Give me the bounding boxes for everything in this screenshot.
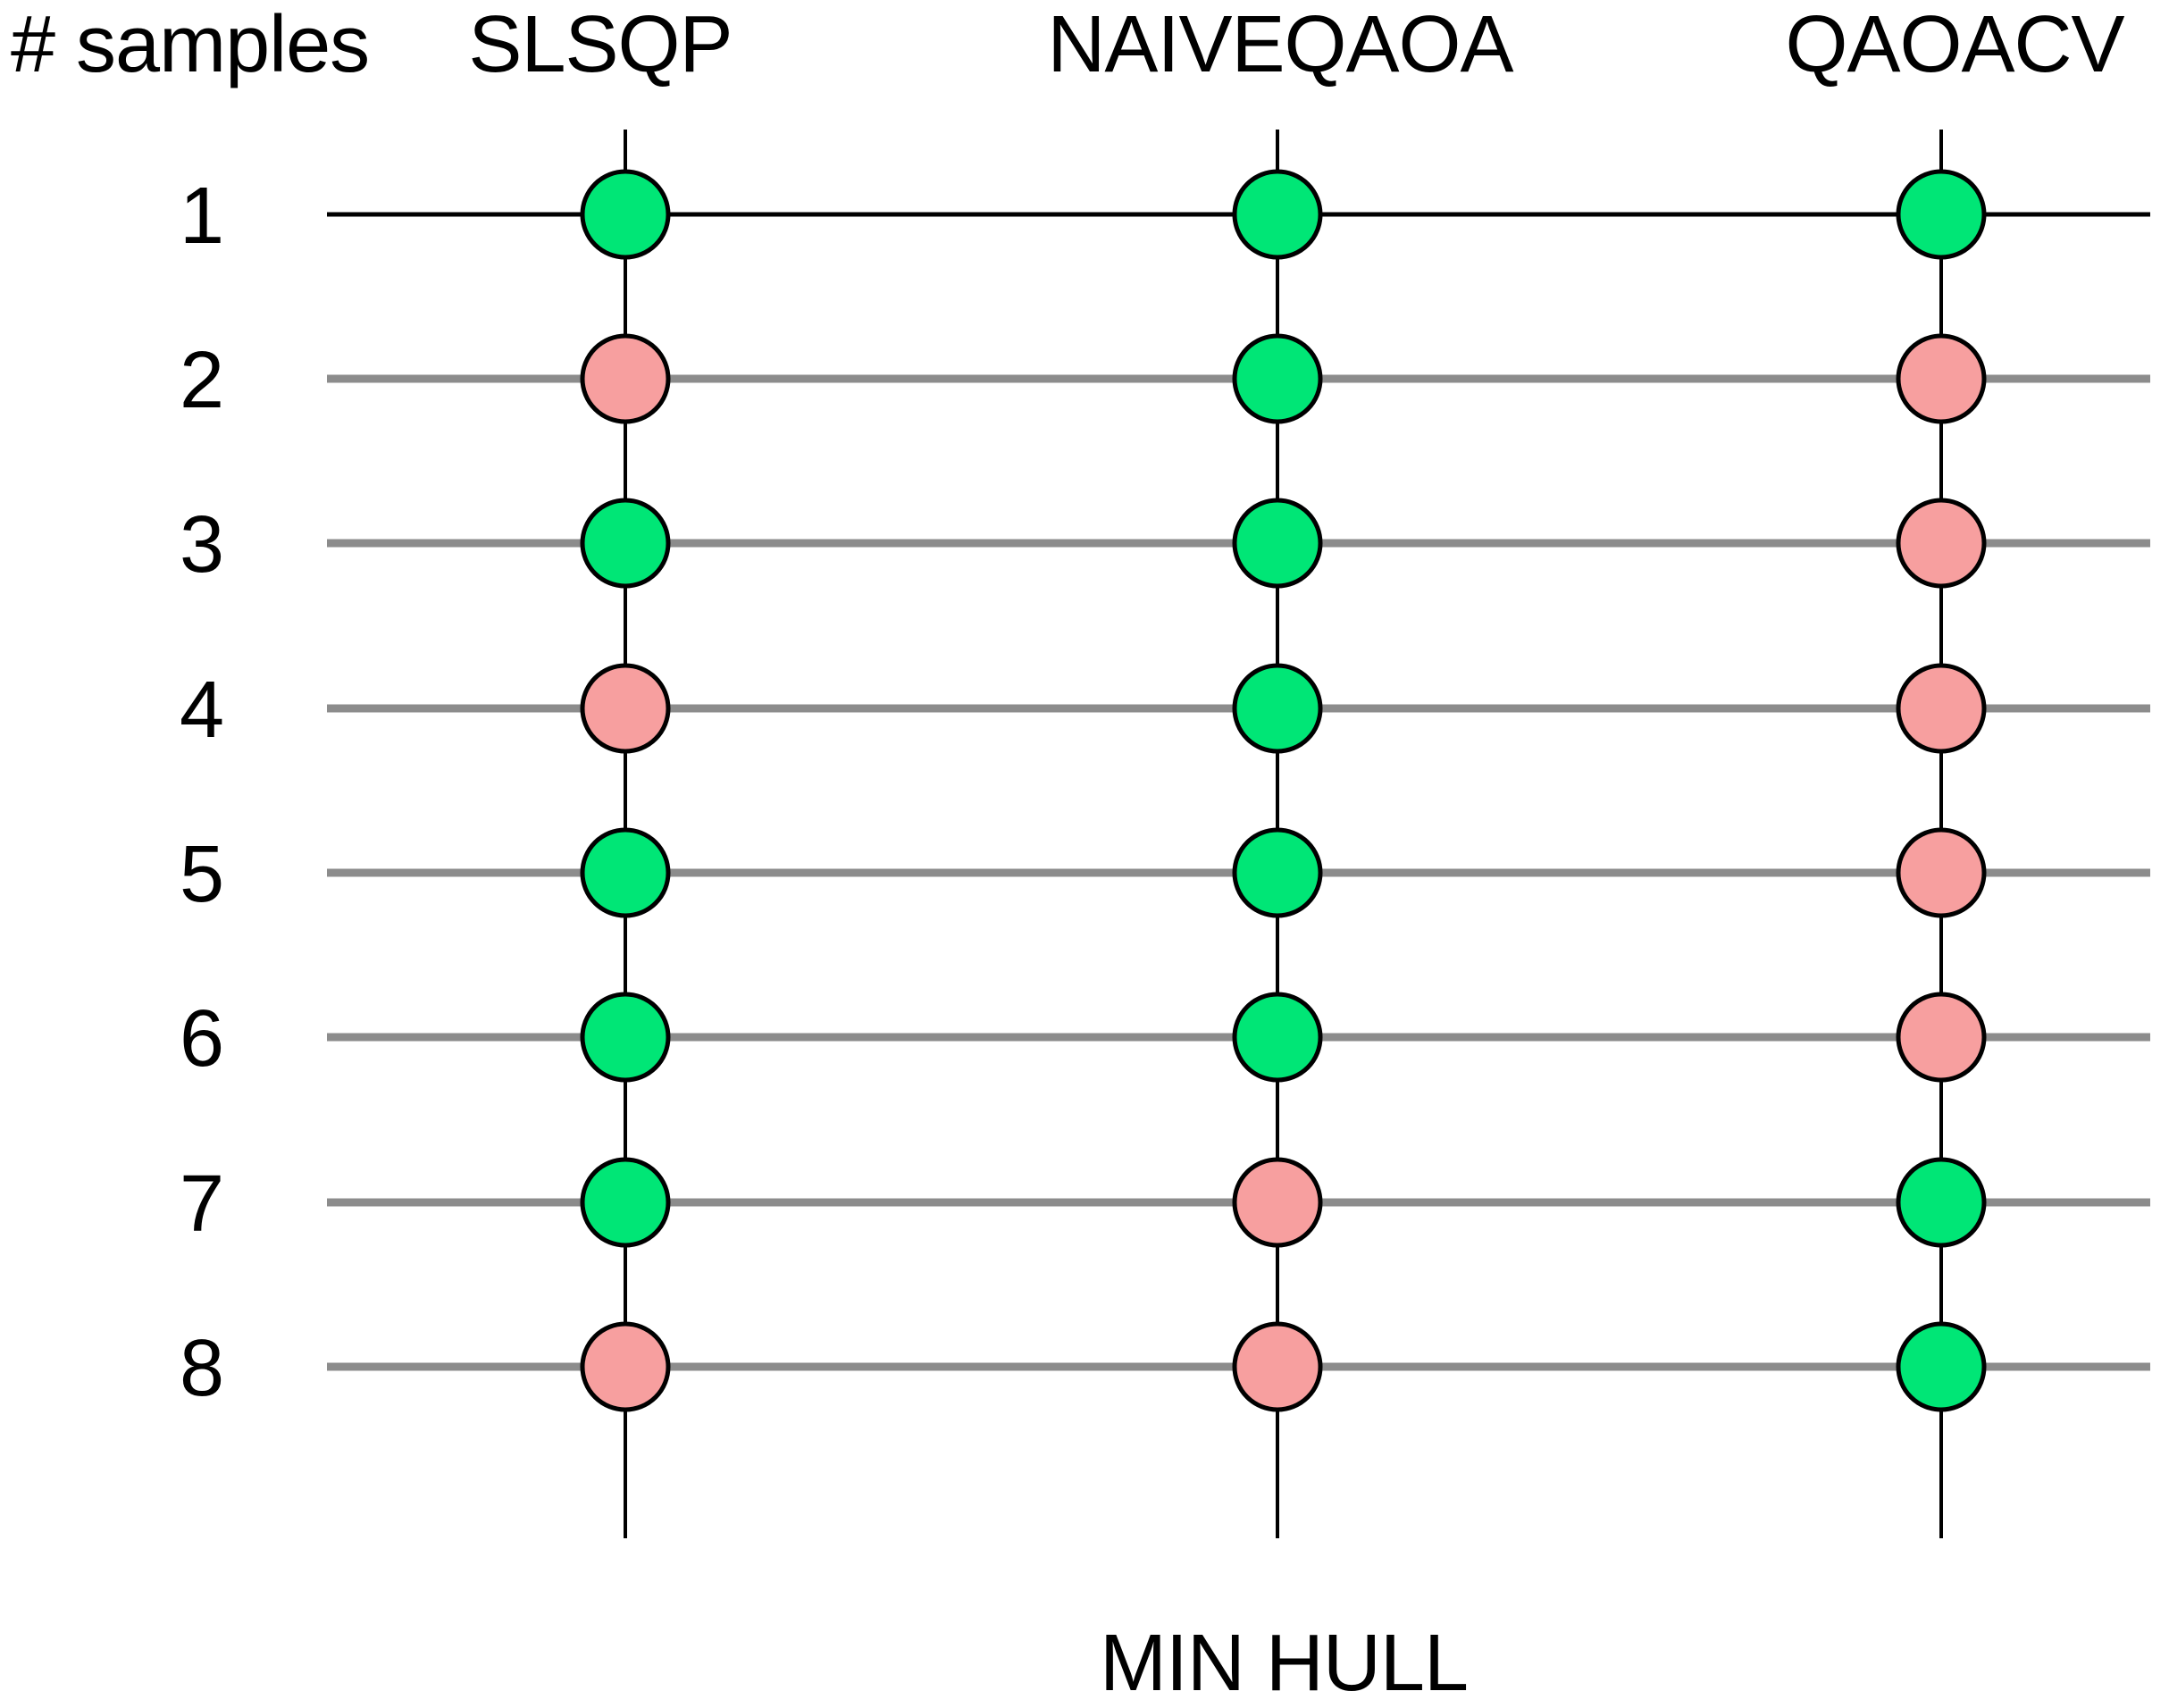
status-dot-row4-slsqp <box>580 663 671 754</box>
status-dot-row3-naiveqaoa <box>1232 498 1323 589</box>
status-dot-row1-naiveqaoa <box>1232 169 1323 260</box>
status-dot-row2-slsqp <box>580 333 671 424</box>
column-header-naiveqaoa: NAIVEQAOA <box>1047 0 1513 89</box>
status-dot-row4-qaoacv <box>1896 663 1987 754</box>
samples-axis-label: # samples <box>11 0 370 89</box>
column-header-qaoacv: QAOACV <box>1785 0 2124 89</box>
status-dot-row6-naiveqaoa <box>1232 992 1323 1083</box>
status-dot-row5-naiveqaoa <box>1232 827 1323 918</box>
status-dot-row8-slsqp <box>580 1321 671 1412</box>
status-dot-row1-qaoacv <box>1896 169 1987 260</box>
column-header-slsqp: SLSQP <box>468 0 733 89</box>
row-label-8: 8 <box>180 1324 224 1413</box>
status-dot-row8-naiveqaoa <box>1232 1321 1323 1412</box>
row-label-2: 2 <box>180 336 224 425</box>
status-dot-row7-slsqp <box>580 1157 671 1248</box>
status-dot-row4-naiveqaoa <box>1232 663 1323 754</box>
status-dot-row6-qaoacv <box>1896 992 1987 1083</box>
status-dot-row7-qaoacv <box>1896 1157 1987 1248</box>
status-dot-row6-slsqp <box>580 992 671 1083</box>
row-label-1: 1 <box>180 172 224 261</box>
row-label-6: 6 <box>180 994 224 1084</box>
status-dot-row3-qaoacv <box>1896 498 1987 589</box>
status-dot-row5-slsqp <box>580 827 671 918</box>
status-dot-row2-qaoacv <box>1896 333 1987 424</box>
status-dot-row7-naiveqaoa <box>1232 1157 1323 1248</box>
status-dot-row5-qaoacv <box>1896 827 1987 918</box>
row-label-3: 3 <box>180 500 224 590</box>
status-dot-row2-naiveqaoa <box>1232 333 1323 424</box>
status-dot-row1-slsqp <box>580 169 671 260</box>
status-dot-row8-qaoacv <box>1896 1321 1987 1412</box>
figure-title: MIN HULL <box>1099 1619 1469 1708</box>
row-label-4: 4 <box>180 666 224 755</box>
row-label-5: 5 <box>180 830 224 919</box>
row-label-7: 7 <box>180 1160 224 1249</box>
status-dot-row3-slsqp <box>580 498 671 589</box>
